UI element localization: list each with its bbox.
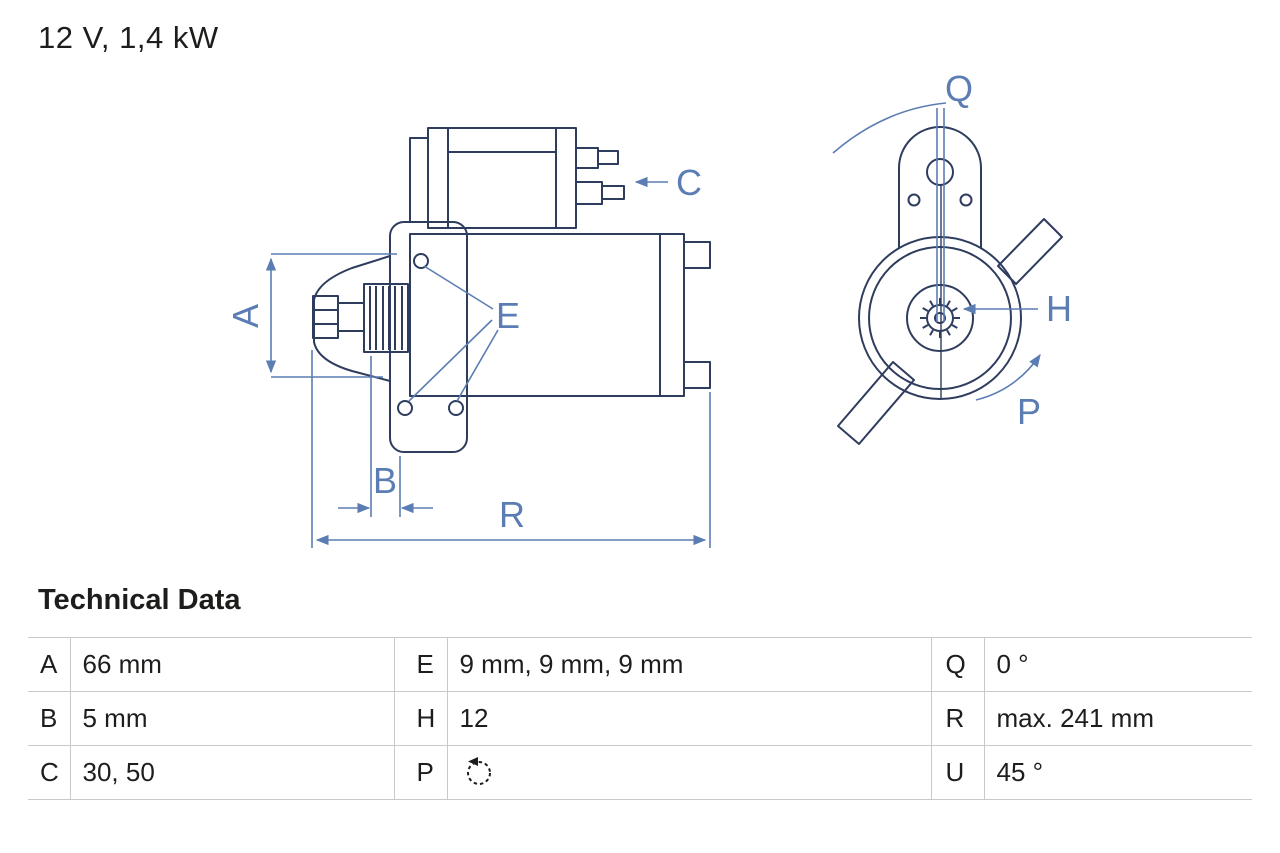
technical-data-table: A 66 mm E 9 mm, 9 mm, 9 mm Q 0 ° B 5 mm …: [28, 637, 1252, 800]
spec-value-c: 30, 50: [70, 745, 395, 800]
table-row: A 66 mm E 9 mm, 9 mm, 9 mm Q 0 °: [28, 637, 1252, 692]
rotation-ccw-icon: [466, 756, 491, 785]
spec-value-h: 12: [447, 691, 932, 746]
side-view: [312, 127, 711, 453]
dimension-annotations: [265, 102, 1041, 548]
spec-key-c: C: [28, 745, 71, 800]
spec-value-b: 5 mm: [70, 691, 395, 746]
table-row: B 5 mm H 12 R max. 241 mm: [28, 691, 1252, 746]
dim-label-r: R: [499, 494, 525, 535]
spec-key-b: B: [28, 691, 71, 746]
spec-key-a: A: [28, 637, 71, 692]
spec-value-a: 66 mm: [70, 637, 395, 692]
spec-value-r: max. 241 mm: [984, 691, 1252, 746]
spec-key-e: E: [394, 637, 448, 692]
dim-label-b: B: [373, 460, 397, 501]
dimension-labels: A B C E R Q H P: [225, 68, 1072, 535]
dim-label-a: A: [225, 304, 266, 328]
dim-label-c: C: [676, 162, 702, 203]
spec-key-r: R: [931, 691, 985, 746]
spec-key-q: Q: [931, 637, 985, 692]
dim-label-h: H: [1046, 288, 1072, 329]
spec-value-q: 0 °: [984, 637, 1252, 692]
spec-key-u: U: [931, 745, 985, 800]
page-title: 12 V, 1,4 kW: [38, 20, 219, 55]
spec-key-p: P: [394, 745, 448, 800]
table-row: C 30, 50 P U 45 °: [28, 745, 1252, 800]
dim-label-e: E: [496, 295, 520, 336]
dim-label-q: Q: [945, 68, 973, 109]
front-view: [837, 126, 1063, 445]
technical-drawing: A B C E R Q H P: [225, 68, 1072, 548]
spec-value-e: 9 mm, 9 mm, 9 mm: [447, 637, 932, 692]
dim-label-p: P: [1017, 391, 1041, 432]
spec-value-u: 45 °: [984, 745, 1252, 800]
technical-data-heading: Technical Data: [38, 584, 241, 616]
spec-value-p: [447, 745, 932, 800]
spec-key-h: H: [394, 691, 448, 746]
